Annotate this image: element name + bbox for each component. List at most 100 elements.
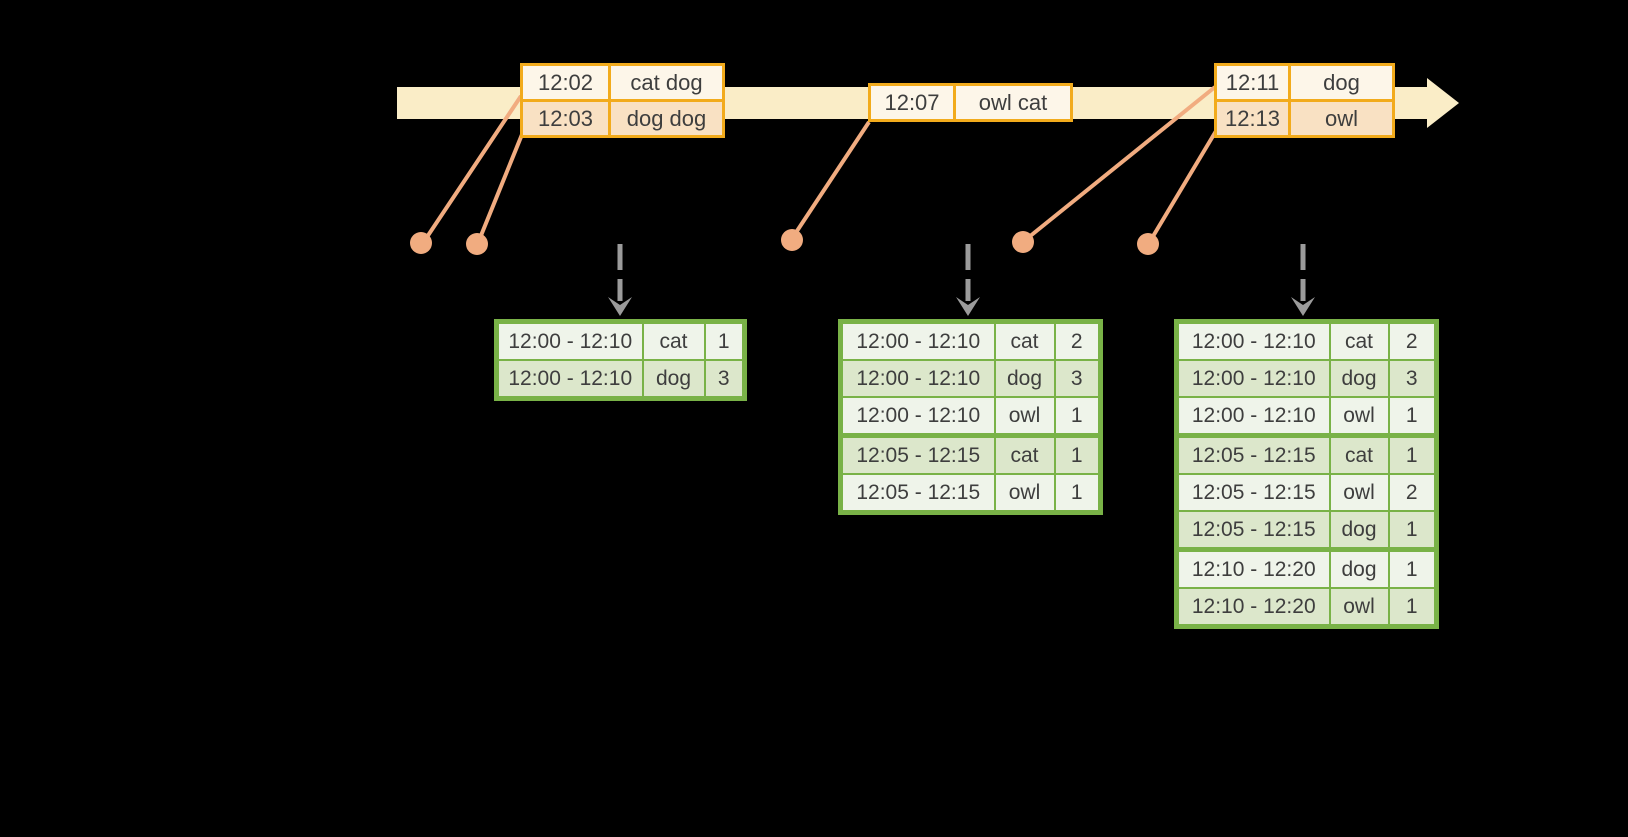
table-cell: 12:00 - 12:10 xyxy=(1175,396,1331,437)
arrow-down-icon xyxy=(1291,297,1315,316)
table-cell: owl xyxy=(993,473,1056,514)
table-cell: owl xyxy=(1288,99,1395,138)
arrow-down-icon xyxy=(608,297,632,316)
trigger-arrow xyxy=(956,244,980,316)
table-cell: 1 xyxy=(1053,396,1102,437)
table-cell: cat xyxy=(1328,433,1390,475)
table-cell: 12:11 xyxy=(1214,63,1291,102)
table-cell: 3 xyxy=(1053,359,1102,398)
table-cell: owl cat xyxy=(953,83,1073,122)
table-cell: 1 xyxy=(1053,433,1102,475)
timeline-arrowhead-icon xyxy=(1427,78,1459,128)
table-cell: cat xyxy=(993,433,1056,475)
event-connector-line xyxy=(1150,129,1218,240)
table-cell: owl xyxy=(993,396,1056,437)
table-cell: 1 xyxy=(1387,433,1438,475)
trigger-arrows xyxy=(608,244,1315,316)
event-dots xyxy=(410,229,1159,255)
table-cell: 1 xyxy=(1387,510,1438,551)
table-cell: 12:07 xyxy=(868,83,956,122)
event-connector-line xyxy=(1027,85,1217,239)
table-cell: 12:05 - 12:15 xyxy=(1175,433,1331,475)
event-dot xyxy=(781,229,803,251)
table-cell: cat xyxy=(1328,320,1390,361)
table-cell: 1 xyxy=(1387,396,1438,437)
table-cell: dog xyxy=(1328,359,1390,398)
table-cell: 3 xyxy=(1387,359,1438,398)
table-cell: owl xyxy=(1328,587,1390,628)
table-cell: dog xyxy=(641,359,706,400)
table-cell: 12:00 - 12:10 xyxy=(839,359,996,398)
table-cell: 2 xyxy=(1387,473,1438,512)
table-cell: 12:05 - 12:15 xyxy=(1175,510,1331,551)
table-cell: 12:10 - 12:20 xyxy=(1175,547,1331,589)
table-cell: 2 xyxy=(1053,320,1102,361)
table-cell: 1 xyxy=(1053,473,1102,514)
event-dot xyxy=(410,232,432,254)
table-cell: 12:05 - 12:15 xyxy=(839,433,996,475)
table-cell: owl xyxy=(1328,396,1390,437)
table-cell: 12:00 - 12:10 xyxy=(839,396,996,437)
trigger-arrow xyxy=(608,244,632,316)
table-cell: 12:00 - 12:10 xyxy=(495,320,644,361)
table-cell: 12:03 xyxy=(520,99,611,138)
table-cell: 2 xyxy=(1387,320,1438,361)
event-connector-line xyxy=(425,94,523,239)
table-cell: 12:00 - 12:10 xyxy=(839,320,996,361)
table-cell: 12:00 - 12:10 xyxy=(1175,359,1331,398)
event-dot xyxy=(466,233,488,255)
table-cell: 1 xyxy=(1387,587,1438,628)
table-cell: 12:05 - 12:15 xyxy=(839,473,996,514)
arrow-down-icon xyxy=(956,297,980,316)
event-connector-lines xyxy=(425,85,1218,240)
event-connector-line xyxy=(793,120,871,236)
table-cell: 1 xyxy=(703,320,746,361)
table-cell: 12:02 xyxy=(520,63,611,102)
table-cell: dog xyxy=(993,359,1056,398)
table-cell: 3 xyxy=(703,359,746,400)
table-cell: dog dog xyxy=(608,99,725,138)
table-cell: 12:10 - 12:20 xyxy=(1175,587,1331,628)
table-cell: dog xyxy=(1288,63,1395,102)
table-cell: cat xyxy=(993,320,1056,361)
table-cell: 12:00 - 12:10 xyxy=(495,359,644,400)
table-cell: cat dog xyxy=(608,63,725,102)
event-dot xyxy=(1137,233,1159,255)
table-cell: dog xyxy=(1328,547,1390,589)
event-dot xyxy=(1012,231,1034,253)
trigger-arrow xyxy=(1291,244,1315,316)
table-cell: dog xyxy=(1328,510,1390,551)
table-cell: 12:13 xyxy=(1214,99,1291,138)
event-connector-line xyxy=(478,131,525,239)
table-cell: 12:00 - 12:10 xyxy=(1175,320,1331,361)
table-cell: 12:05 - 12:15 xyxy=(1175,473,1331,512)
table-cell: cat xyxy=(641,320,706,361)
table-cell: 1 xyxy=(1387,547,1438,589)
